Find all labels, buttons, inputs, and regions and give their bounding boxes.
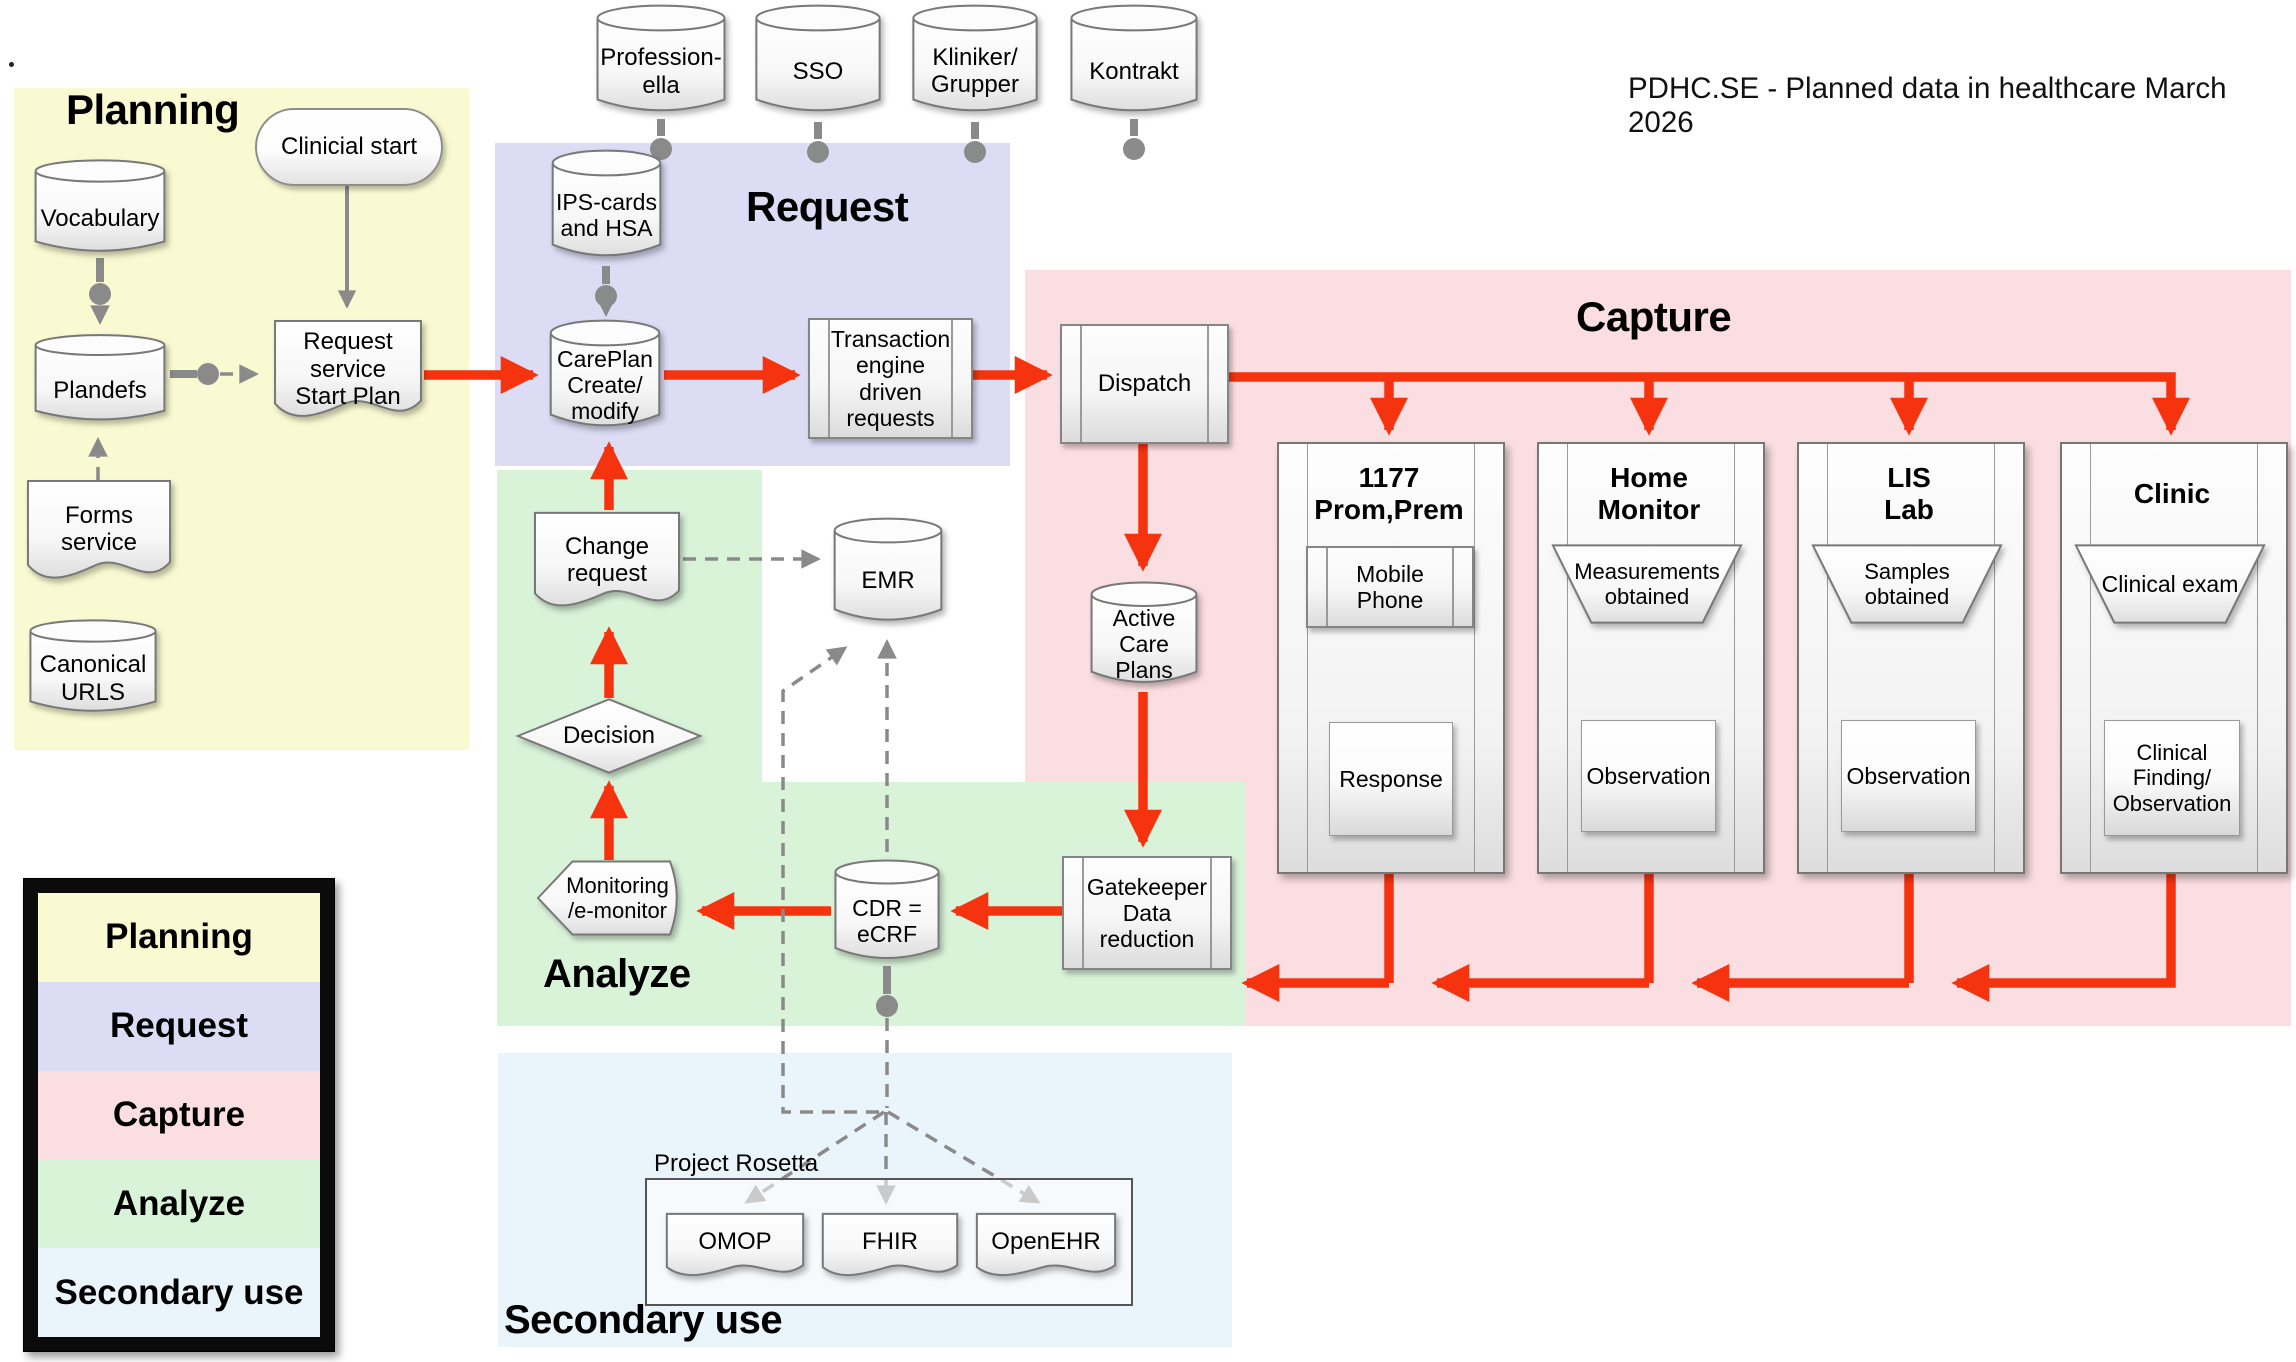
vocabulary-datastore: Vocabulary [30, 158, 170, 260]
clinical-finding-node: Clinical Finding/ Observation [2104, 720, 2240, 836]
datastore-sso: SSO [751, 3, 885, 121]
observation-node-lis: Observation [1841, 720, 1976, 832]
active-care-plans-datastore: Active Care Plans [1087, 580, 1201, 692]
clinical-start-node: Clinicial start [255, 108, 443, 186]
manual-operation-icon [1551, 544, 1743, 624]
stray-mark [9, 62, 14, 67]
forms-service-node: Forms service [25, 478, 173, 598]
openehr-node: OpenEHR [974, 1212, 1118, 1288]
cylinder-icon [30, 158, 170, 260]
capture-heading: Capture [1576, 293, 1732, 340]
observation-node-home: Observation [1581, 720, 1716, 832]
column-bar [1567, 444, 1568, 872]
decision-node: Decision [516, 698, 702, 774]
cdr-ecrf-datastore: CDR = eCRF [831, 858, 943, 968]
change-request-node: Change request [532, 510, 682, 625]
manual-operation-icon [1811, 544, 2003, 624]
cylinder-icon [1066, 3, 1202, 121]
page-title: PDHC.SE - Planned data in healthcare Mar… [1628, 72, 2227, 139]
dispatch-node: Dispatch [1060, 324, 1229, 444]
project-rosetta-label: Project Rosetta [654, 1150, 819, 1177]
cylinder-icon [592, 3, 730, 121]
proc-bar [1326, 548, 1329, 626]
fhir-node: FHIR [820, 1212, 960, 1288]
ips-hsa-datastore: IPS-cards and HSA [548, 148, 665, 266]
proc-bar [1209, 858, 1212, 968]
column-bar [2090, 444, 2091, 872]
column-bar [2257, 444, 2258, 872]
measurements-obtained-node: Measurements obtained [1551, 544, 1743, 624]
legend: Planning Request Capture Analyze Seconda… [23, 878, 335, 1352]
connector-dots [89, 138, 1145, 1017]
cylinder-icon [751, 3, 885, 121]
proc-bar [1451, 548, 1454, 626]
proc-bar [1082, 858, 1085, 968]
proc-bar [1080, 326, 1083, 442]
cylinder-icon [25, 618, 161, 720]
omop-node: OMOP [664, 1212, 806, 1288]
planning-heading: Planning [66, 86, 240, 133]
cylinder-icon [908, 3, 1042, 121]
document-icon [532, 510, 682, 625]
manual-operation-icon [2074, 544, 2266, 624]
column-bar [1827, 444, 1828, 872]
cylinder-icon [30, 333, 170, 428]
document-icon [25, 478, 173, 598]
cylinder-icon [831, 858, 943, 968]
emr-datastore: EMR [830, 516, 946, 630]
mobile-phone-node: Mobile Phone [1306, 546, 1474, 628]
request-service-node: Request service Start Plan [272, 318, 424, 436]
legend-item-analyze: Analyze [38, 1159, 320, 1249]
monitoring-node: Monitoring /e-monitor [535, 860, 685, 936]
cylinder-icon [548, 148, 665, 266]
canonical-urls-datastore: Canonical URLS [25, 618, 161, 720]
plandefs-datastore: Plandefs [30, 333, 170, 428]
response-node: Response [1329, 722, 1453, 836]
legend-item-capture: Capture [38, 1070, 320, 1160]
careplan-node: CarePlan Create/ modify [546, 318, 664, 436]
request-heading: Request [746, 183, 909, 230]
proc-bar [827, 320, 830, 437]
document-icon [820, 1212, 960, 1288]
analyze-heading: Analyze [543, 952, 691, 996]
gray-connectors [96, 119, 1138, 994]
document-icon [664, 1212, 806, 1288]
gatekeeper-node: Gatekeeper Data reduction [1062, 856, 1232, 970]
column-title: Home Monitor [1597, 462, 1701, 526]
column-bar [1734, 444, 1735, 872]
transaction-engine-node: Transaction engine driven requests [808, 318, 973, 439]
clinical-exam-node: Clinical exam [2074, 544, 2266, 624]
column-title: LIS Lab [1884, 462, 1934, 526]
datastore-kliniker-grupper: Kliniker/ Grupper [908, 3, 1042, 121]
cylinder-icon [830, 516, 946, 630]
proc-bar [1206, 326, 1209, 442]
document-icon [974, 1212, 1118, 1288]
samples-obtained-node: Samples obtained [1811, 544, 2003, 624]
pentagon-left-icon [535, 860, 685, 936]
proc-bar [951, 320, 954, 437]
capture-column-lis-lab [1797, 442, 2025, 874]
legend-item-planning: Planning [38, 893, 320, 982]
datastore-professionella: Profession- ella [592, 3, 730, 121]
cylinder-icon [546, 318, 664, 436]
column-bar [1474, 444, 1475, 872]
diamond-icon [516, 698, 702, 774]
column-bar [1307, 444, 1308, 872]
column-bar [1994, 444, 1995, 872]
column-title: 1177 Prom,Prem [1314, 462, 1464, 526]
cylinder-icon [1087, 580, 1201, 692]
legend-item-request: Request [38, 981, 320, 1071]
document-icon [272, 318, 424, 436]
datastore-kontrakt: Kontrakt [1066, 3, 1202, 121]
column-title: Clinic [2133, 478, 2211, 509]
legend-item-secondary-use: Secondary use [38, 1248, 320, 1337]
